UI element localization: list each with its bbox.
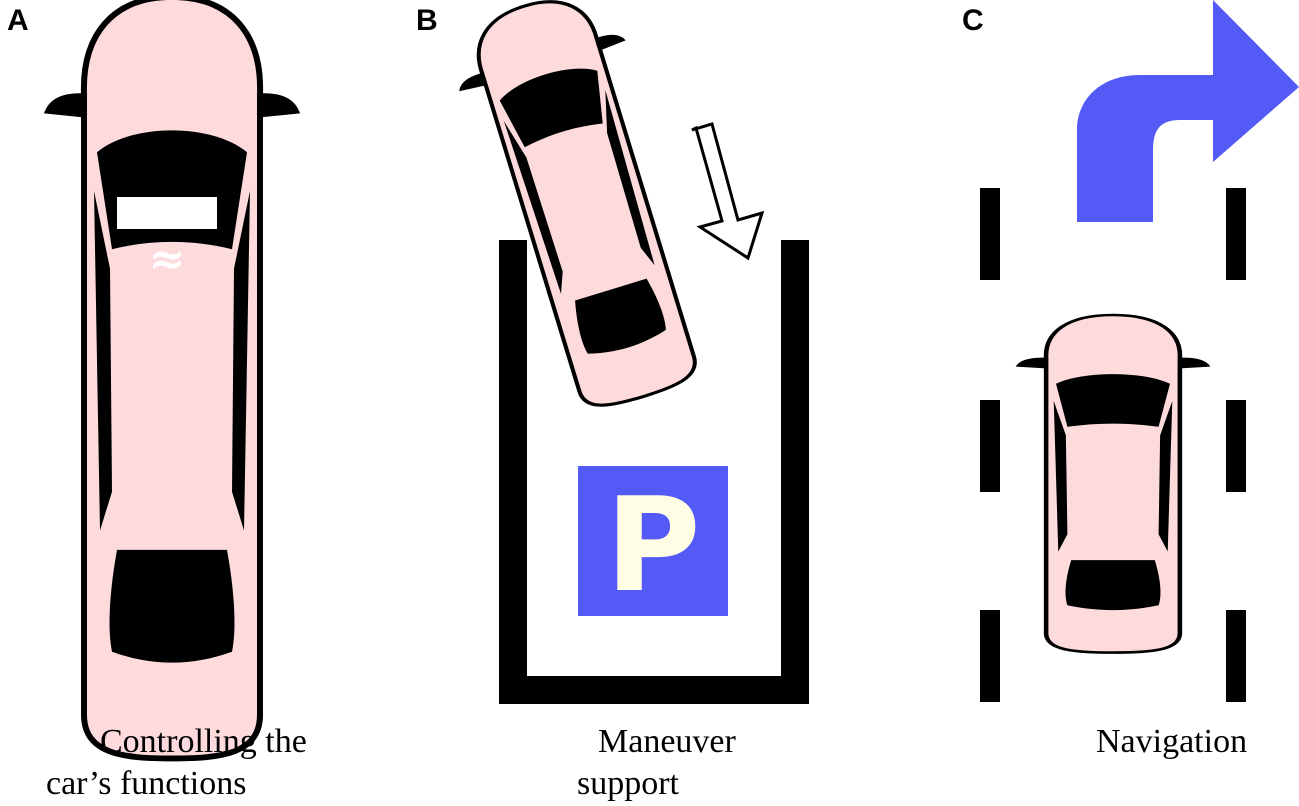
caption-a-line2: car’s functions bbox=[46, 765, 247, 802]
dashboard-display-icon bbox=[117, 197, 217, 229]
car-a bbox=[44, 0, 300, 758]
caption-c-line1: Navigation bbox=[1096, 723, 1248, 760]
panel-label-c: C bbox=[962, 4, 984, 37]
car-c bbox=[1016, 315, 1211, 653]
dashboard-symbol: ≈ bbox=[149, 234, 186, 285]
car-b bbox=[441, 0, 727, 422]
down-arrow-icon bbox=[691, 122, 765, 261]
panel-label-a: A bbox=[7, 4, 29, 37]
parking-sign bbox=[578, 466, 728, 616]
caption-b-line1: Maneuver bbox=[598, 723, 736, 760]
caption-a-line1: Controlling the bbox=[100, 723, 307, 760]
lane-markings bbox=[980, 188, 1246, 702]
parking-bay bbox=[499, 240, 809, 704]
parking-sign-letter: P bbox=[605, 469, 700, 621]
turn-right-arrow-icon bbox=[1077, 0, 1299, 222]
panel-label-b: B bbox=[416, 4, 438, 37]
caption-b-line2: support bbox=[577, 765, 679, 802]
